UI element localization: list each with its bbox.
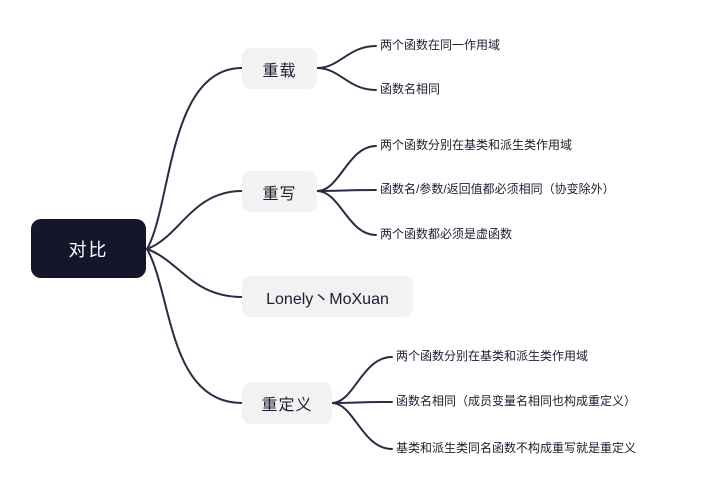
connector-leaf (316, 190, 377, 236)
branch-topic-redefine[interactable]: 重定义 (242, 382, 332, 424)
connector-leaf (331, 356, 393, 404)
branch-topic-override[interactable]: 重写 (242, 171, 317, 212)
connector-leaf (331, 401, 393, 404)
connector-leaf (331, 402, 393, 450)
root-topic[interactable]: 对比 (31, 219, 146, 278)
connector-leaf (316, 189, 377, 192)
leaf-topic-redefine-rule[interactable]: 基类和派生类同名函数不构成重写就是重定义 (396, 441, 637, 455)
leaf-topic-redefine-name[interactable]: 函数名相同（成员变量名相同也构成重定义） (396, 394, 637, 408)
leaf-topic-override-scope[interactable]: 两个函数分别在基类和派生类作用域 (380, 138, 573, 152)
connector-leaf (316, 67, 377, 91)
leaf-topic-overload-name[interactable]: 函数名相同 (380, 82, 441, 96)
branch-topic-author[interactable]: Lonely丶MoXuan (242, 276, 413, 317)
connector-root-author (146, 248, 243, 298)
leaf-topic-redefine-scope[interactable]: 两个函数分别在基类和派生类作用域 (396, 349, 589, 363)
leaf-topic-override-signature[interactable]: 函数名/参数/返回值都必须相同（协变除外） (380, 182, 615, 196)
connector-root-overload (146, 67, 243, 250)
connector-root-redefine (146, 248, 243, 404)
connector-leaf (316, 145, 377, 192)
leaf-topic-override-virtual[interactable]: 两个函数都必须是虚函数 (380, 227, 513, 241)
branch-topic-overload[interactable]: 重载 (242, 48, 317, 89)
connector-root-override (146, 190, 243, 250)
connector-leaf (316, 45, 377, 69)
leaf-topic-overload-scope[interactable]: 两个函数在同一作用域 (380, 38, 501, 52)
